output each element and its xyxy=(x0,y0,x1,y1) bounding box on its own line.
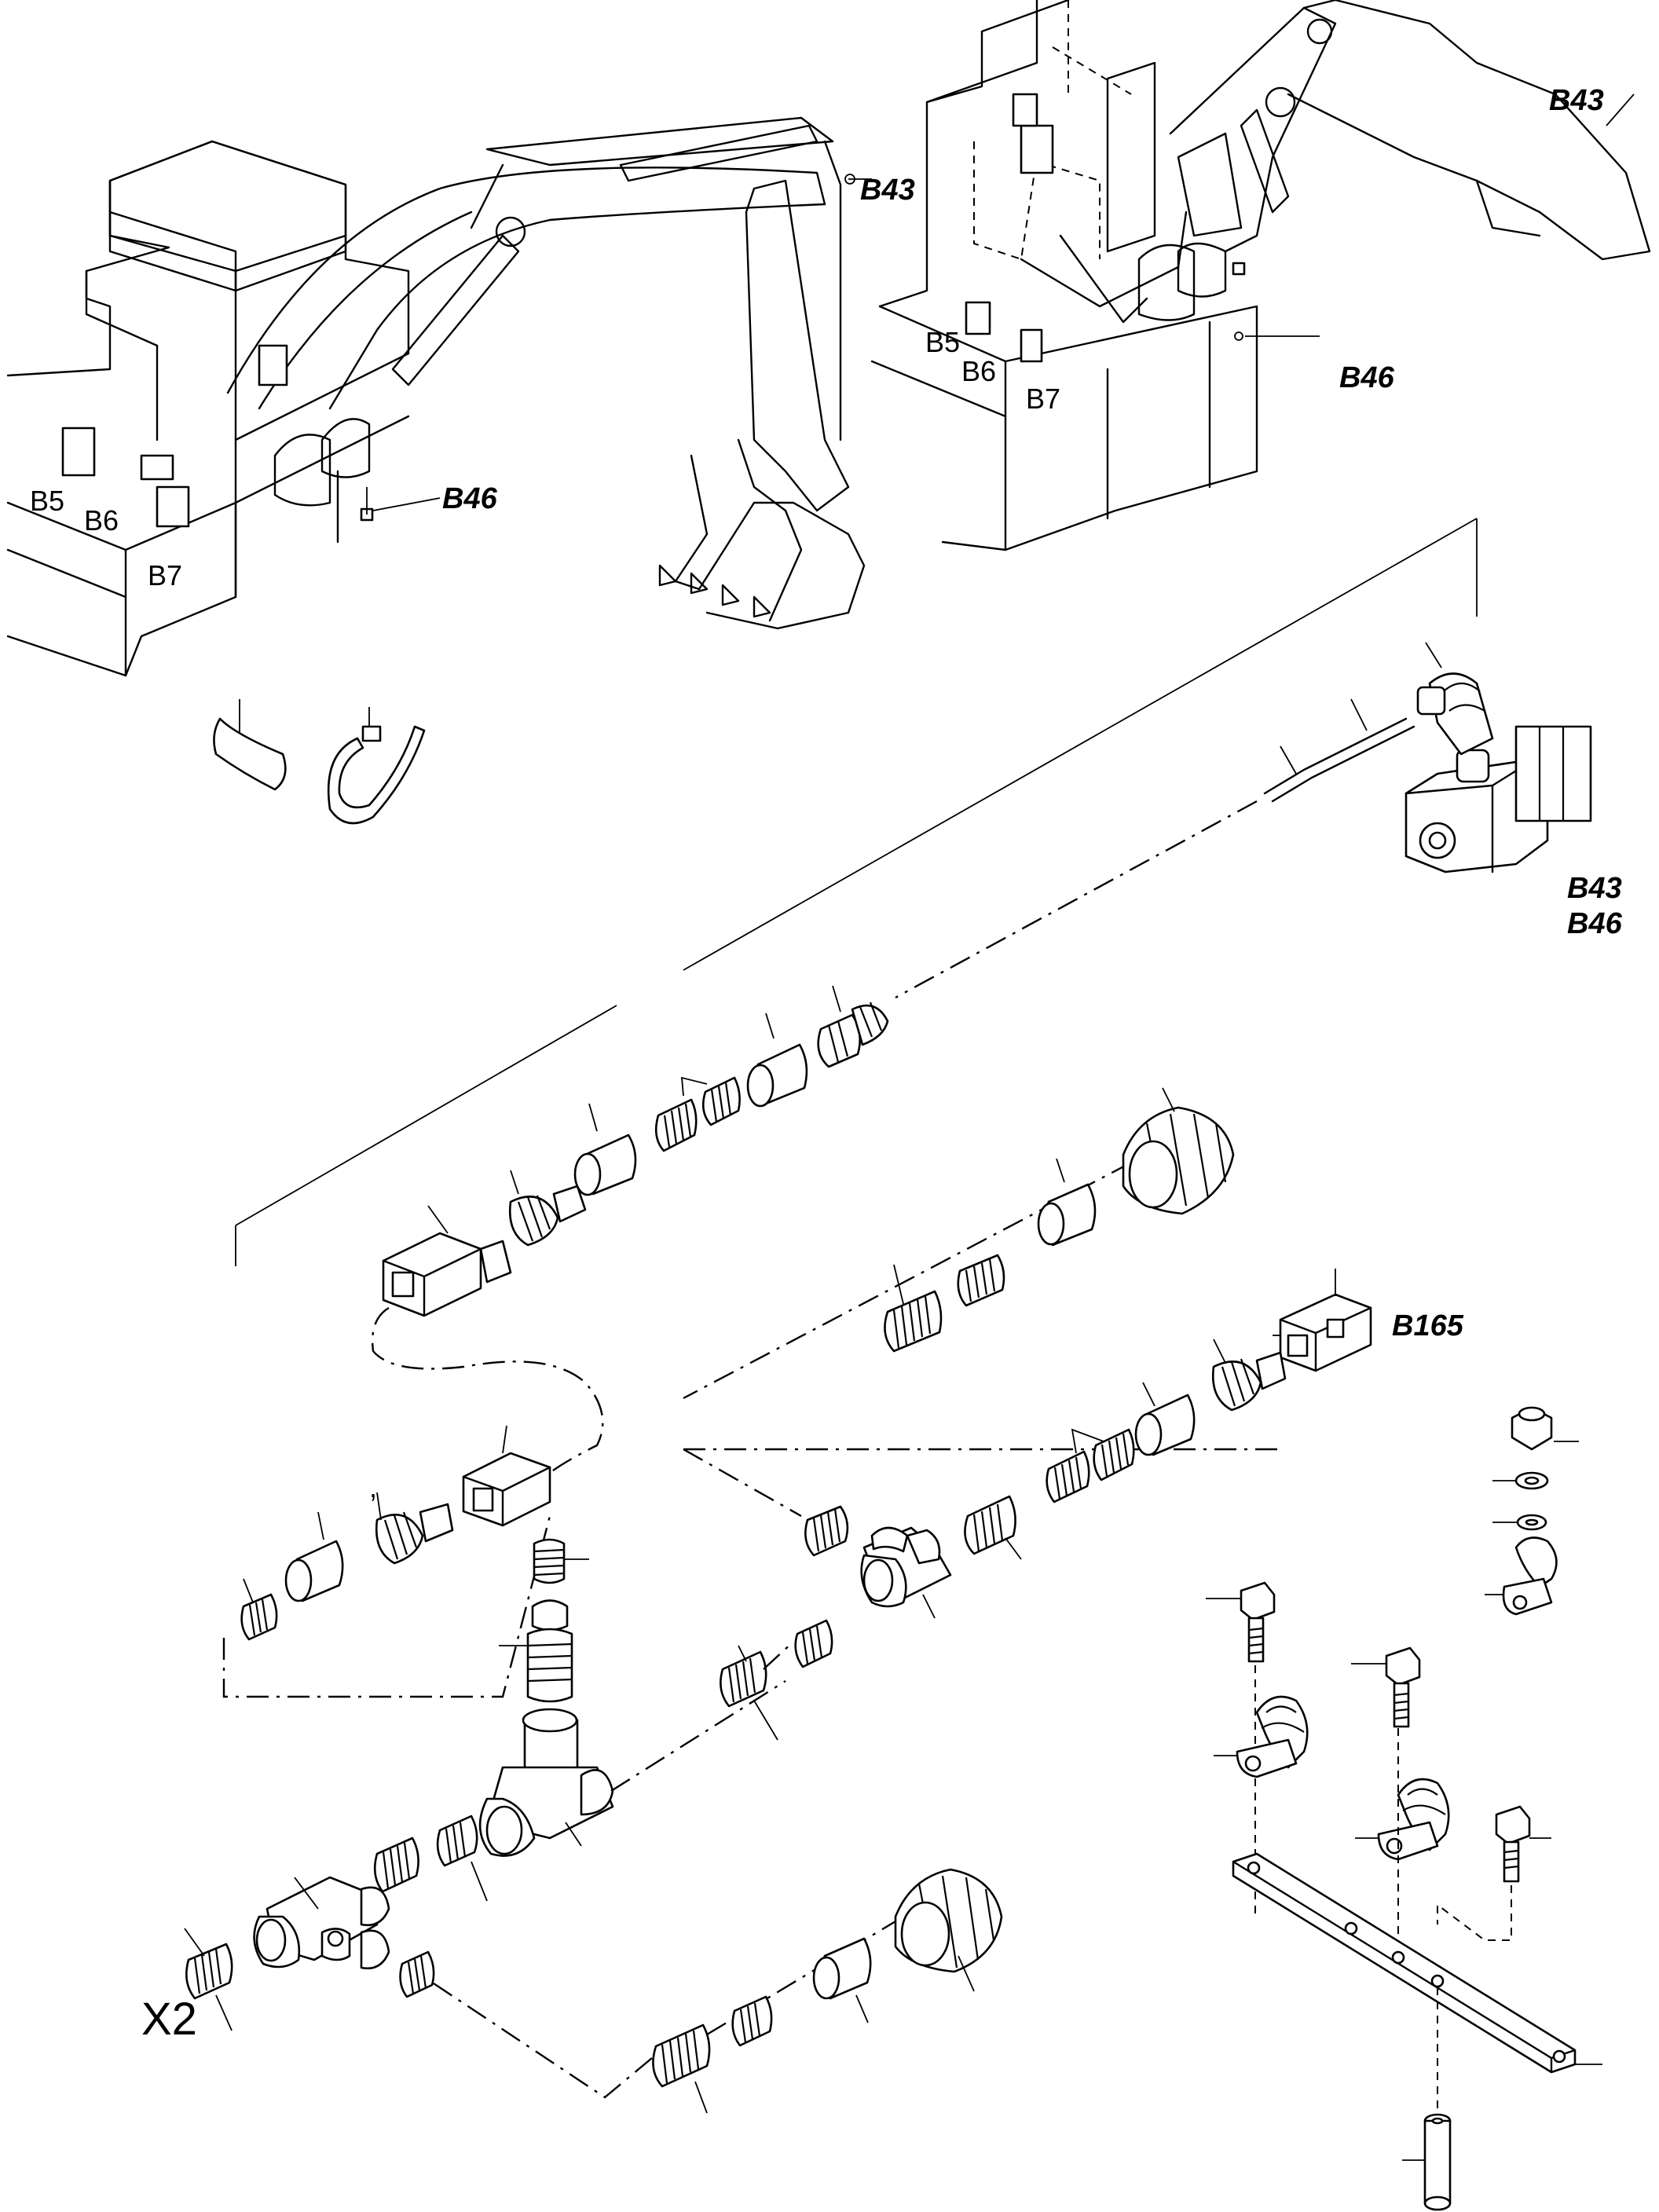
label-b6-right: B6 xyxy=(961,355,996,387)
spring-pair-b165 xyxy=(1046,1428,1135,1503)
label-b6-left: B6 xyxy=(84,504,119,537)
label-b5-right: B5 xyxy=(925,326,960,358)
collar-left xyxy=(284,1511,344,1602)
left-machine-view xyxy=(6,116,872,677)
center-stack xyxy=(373,1538,833,1902)
left-harness: , xyxy=(222,1306,604,1698)
collar-middle xyxy=(1037,1158,1097,1247)
collar-upper xyxy=(573,1103,637,1196)
middle-harness xyxy=(683,1087,1235,1400)
collar-b165 xyxy=(1134,1382,1196,1456)
label-b46-right: B46 xyxy=(1339,361,1395,394)
springs-center-right xyxy=(720,1619,833,1741)
large-gland-middle xyxy=(1122,1087,1235,1215)
bolt-2 xyxy=(1351,1646,1421,1728)
lower-harness xyxy=(652,1868,1003,2114)
tee-center xyxy=(478,1708,614,1857)
label-b7-right: B7 xyxy=(1026,383,1060,415)
large-gland-lower xyxy=(894,1868,1003,1992)
connector-left xyxy=(462,1425,551,1527)
gland-nut-b165 xyxy=(1211,1339,1287,1412)
right-machine-view xyxy=(870,0,1651,551)
label-b43-sensor: B43 xyxy=(1567,872,1622,905)
springs-lower xyxy=(652,1995,773,2114)
tee-junction-right xyxy=(860,1526,952,1619)
plug-center xyxy=(499,1599,573,1703)
label-b43-left: B43 xyxy=(860,174,915,207)
spring-lower-small xyxy=(399,1950,435,1998)
connector-b165 xyxy=(1273,1269,1372,1372)
clamp-2 xyxy=(1355,1778,1450,1861)
spring-b165-lower xyxy=(964,1495,1022,1560)
label-b165: B165 xyxy=(1392,1309,1464,1342)
collar-upper-2 xyxy=(746,1013,808,1108)
spring-center-left xyxy=(373,1815,488,1902)
nut-and-washers xyxy=(1485,1406,1579,1616)
gland-nut-left: , xyxy=(369,1471,454,1565)
upper-harness xyxy=(235,985,889,1317)
spring-pair-middle xyxy=(884,1254,1005,1353)
lower-tee-assembly: X2 xyxy=(141,1876,653,2099)
spring-x2 xyxy=(184,1928,233,2031)
svg-text:,: , xyxy=(369,1471,377,1503)
gland-nut-upper xyxy=(508,1170,587,1247)
label-b7-left: B7 xyxy=(148,559,182,591)
right-middle-harness xyxy=(683,1269,1372,1619)
label-b43-right: B43 xyxy=(1549,84,1604,117)
spring-center-top xyxy=(533,1538,589,1584)
bolt-1 xyxy=(1206,1581,1276,1663)
label-b5-left: B5 xyxy=(30,485,64,517)
sleeve-and-tie xyxy=(213,699,426,825)
gland-nut-upper-2 xyxy=(817,985,889,1068)
labels: B5 B6 B7 B43 B46 B5 B6 B7 B43 B46 B43 B4… xyxy=(30,84,1623,1342)
sensor-assembly xyxy=(683,518,1592,999)
label-b46-left: B46 xyxy=(442,482,498,515)
clamp-1 xyxy=(1214,1695,1309,1778)
label-b46-sensor: B46 xyxy=(1567,907,1623,940)
collar-lower xyxy=(812,1937,872,2023)
spring-pair-upper xyxy=(654,1076,741,1152)
spring-left xyxy=(240,1578,278,1641)
spacer-post xyxy=(1402,2113,1452,2211)
bolt-3 xyxy=(1495,1805,1551,1883)
mounting-bar xyxy=(1232,1852,1602,2074)
clamp-bracket-assembly xyxy=(1206,1406,1602,2211)
tee-lower xyxy=(253,1876,390,1970)
spring-tee-top xyxy=(804,1505,849,1557)
quantity-x2: X2 xyxy=(141,1994,197,2045)
